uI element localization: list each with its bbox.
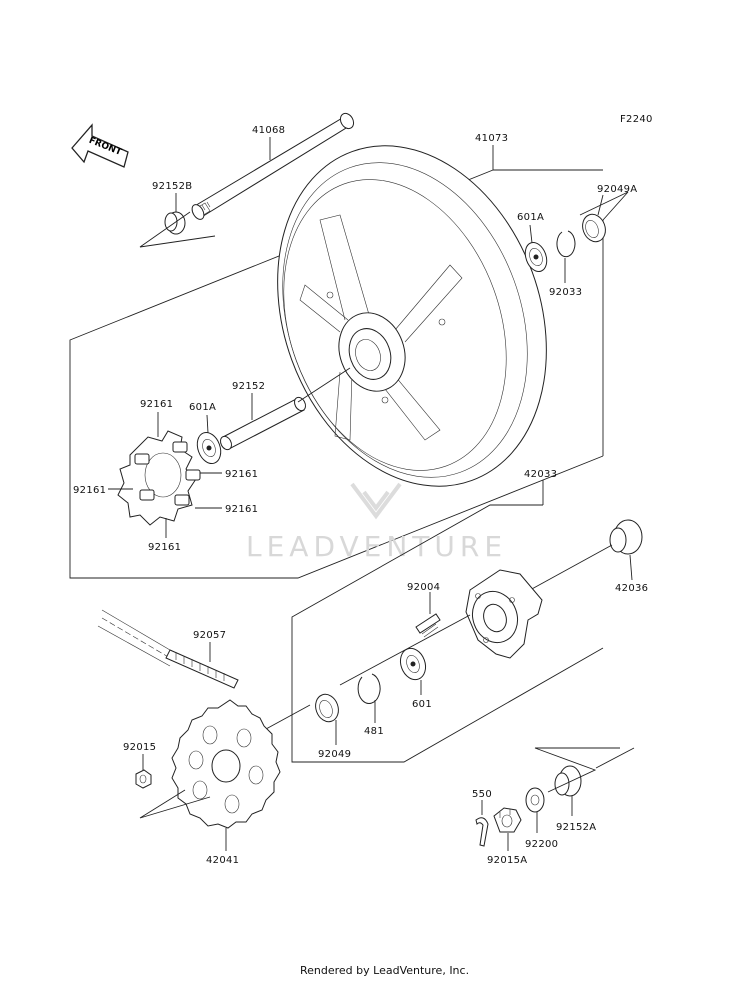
label-601a-left: 601A — [189, 402, 216, 413]
seal-92049 — [315, 693, 339, 723]
collar-92152 — [219, 396, 307, 451]
label-92200: 92200 — [525, 839, 558, 850]
label-601: 601 — [412, 699, 432, 710]
wheel-group-frame — [69, 169, 604, 579]
label-550: 550 — [472, 789, 492, 800]
collar-42036 — [609, 519, 643, 555]
label-481: 481 — [364, 726, 384, 737]
front-arrow-icon: FRONT — [71, 123, 129, 168]
nut-92015 — [135, 769, 152, 789]
label-92057: 92057 — [193, 630, 226, 641]
label-92152b: 92152B — [152, 181, 192, 192]
label-92161-b: 92161 — [225, 469, 258, 480]
label-92161-c: 92161 — [73, 485, 106, 496]
label-92049a: 92049A — [597, 184, 637, 195]
label-41068: 41068 — [252, 125, 285, 136]
label-92152a: 92152A — [556, 822, 596, 833]
seal-92049a — [582, 213, 606, 243]
axle-41068 — [191, 112, 355, 220]
bearing-601a-left — [196, 432, 222, 464]
sprocket-group-frame — [291, 504, 604, 763]
label-41073: 41073 — [475, 133, 508, 144]
rear-wheel-41073 — [277, 145, 547, 487]
rear-sprocket-42041 — [171, 699, 281, 829]
circlip-92033 — [556, 230, 576, 258]
label-92161-e: 92161 — [148, 542, 181, 553]
castle-nut-92015a — [493, 807, 522, 833]
label-42033: 42033 — [524, 469, 557, 480]
leadventure-watermark: LEADVENTURE — [246, 482, 507, 563]
washer-92200 — [525, 787, 545, 813]
stud-92004 — [415, 613, 441, 638]
cotter-pin-550 — [475, 817, 489, 847]
footer-credit: Rendered by LeadVenture, Inc. — [300, 964, 469, 977]
circlip-481 — [357, 673, 381, 704]
collar-92152a — [554, 765, 582, 797]
label-92033: 92033 — [549, 287, 582, 298]
label-42036: 42036 — [615, 583, 648, 594]
bearing-601a-right — [524, 241, 548, 273]
label-92049: 92049 — [318, 749, 351, 760]
label-92015a: 92015A — [487, 855, 527, 866]
label-92015: 92015 — [123, 742, 156, 753]
label-92152: 92152 — [232, 381, 265, 392]
drive-chain-92057 — [97, 609, 239, 689]
figure-code: F2240 — [620, 114, 653, 125]
label-92004: 92004 — [407, 582, 440, 593]
coupling-hub-42033 — [465, 569, 543, 659]
label-92161-d: 92161 — [225, 504, 258, 515]
watermark-text: LEADVENTURE — [246, 530, 507, 563]
bearing-601 — [399, 647, 427, 681]
label-92161-a: 92161 — [140, 399, 173, 410]
label-42041: 42041 — [206, 855, 239, 866]
label-601a-top: 601A — [517, 212, 544, 223]
damper-92161 — [117, 430, 201, 526]
